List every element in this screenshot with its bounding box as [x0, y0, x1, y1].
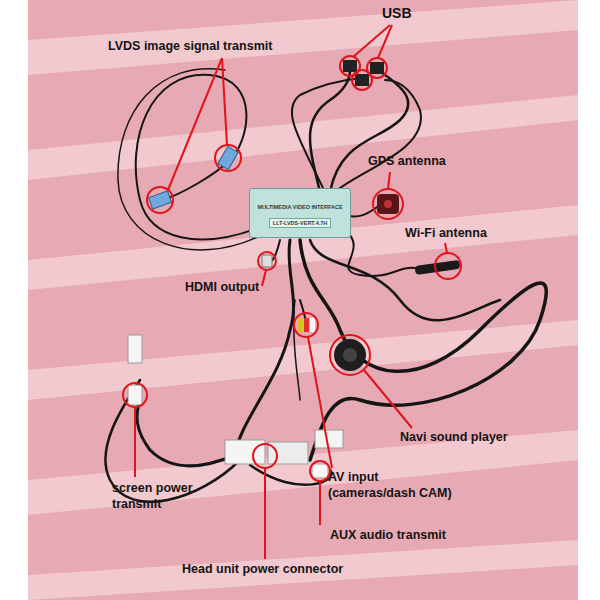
- interface-module: MULTIMEDIA VIDEO INTERFACE LLT-LVDS-VERT.…: [249, 188, 351, 238]
- callout-label: Head unit power connector: [182, 561, 402, 577]
- callout-label: GPS antenna: [368, 153, 478, 169]
- callout-marks: [123, 25, 461, 559]
- callout-label: USB: [382, 5, 442, 21]
- connector-parts: [128, 60, 460, 478]
- callout-label: screen power transmit: [112, 480, 207, 512]
- module-text: LLT-LVDS-VERT.4.7H: [269, 218, 332, 228]
- callout-label: Navi sound player: [400, 429, 540, 445]
- callout-label: AV input (cameras/dash CAM): [328, 469, 463, 501]
- callout-label: Wi-Fi antenna: [405, 225, 515, 241]
- callout-label: AUX audio transmit: [330, 527, 480, 543]
- wires: [105, 69, 546, 502]
- callout-label: HDMI output: [185, 279, 295, 295]
- callout-label: LVDS image signal transmit: [108, 38, 338, 54]
- module-text: MULTIMEDIA VIDEO INTERFACE: [256, 203, 344, 211]
- background: [28, 0, 578, 600]
- background-stripes: [28, 0, 578, 600]
